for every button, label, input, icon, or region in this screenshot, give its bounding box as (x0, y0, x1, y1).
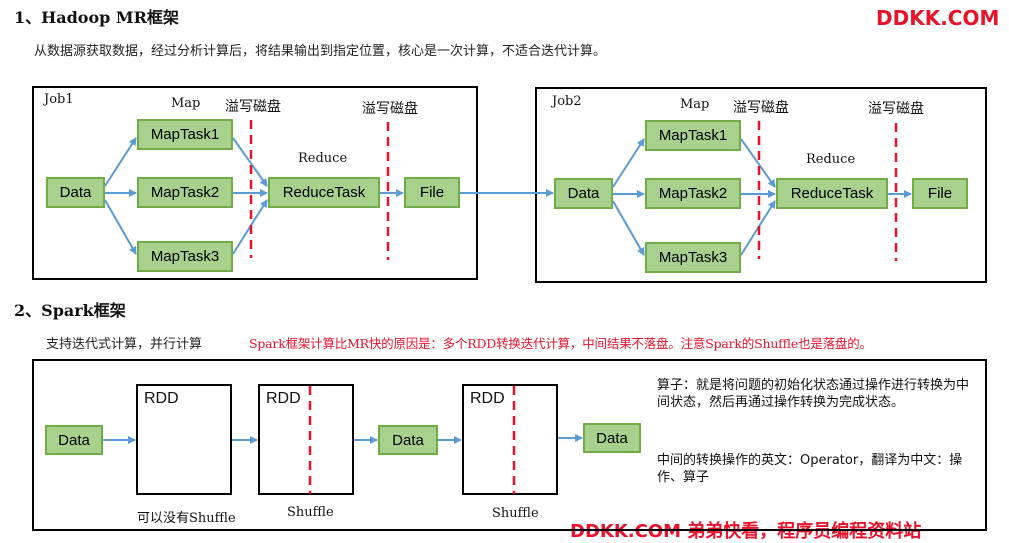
operator-explanation: 算子：就是将问题的初始化状态通过操作进行转换为中间状态，然后再通过操作转换为完成… (657, 378, 970, 410)
job1-file: File (404, 177, 460, 208)
job1-map-label: Map (171, 96, 201, 111)
job2-file: File (912, 178, 968, 209)
job2-spill-label-2: 溢写磁盘 (868, 101, 924, 117)
spark-caption-3: Shuffle (492, 506, 539, 521)
job1-maptask1: MapTask1 (137, 119, 233, 150)
job1-spill-label-1: 溢写磁盘 (225, 99, 281, 115)
job1-spill-label-2: 溢写磁盘 (362, 101, 418, 117)
spark-rdd-1-label: RDD (144, 390, 179, 407)
section1-title: 1、Hadoop MR框架 (14, 8, 179, 27)
spark-data-1: Data (45, 425, 103, 455)
spark-rdd-2: RDD (258, 384, 354, 495)
job1-reduce-label: Reduce (298, 151, 348, 166)
spark-frame (32, 359, 987, 531)
spark-caption-1: 可以没有Shuffle (137, 511, 236, 526)
section2-description: 支持迭代式计算，并行计算 (46, 337, 203, 352)
brand-footer: DDKK.COM 弟弟快看，程序员编程资料站 (570, 521, 922, 542)
spark-caption-2: Shuffle (287, 505, 334, 520)
job1-maptask2: MapTask2 (137, 177, 233, 208)
section2-title: 2、Spark框架 (14, 301, 126, 320)
spark-rdd-3-label: RDD (470, 390, 505, 407)
job1-reducetask: ReduceTask (268, 177, 380, 208)
job2-maptask3: MapTask3 (645, 242, 741, 273)
spark-rdd-1: RDD (136, 384, 232, 495)
job2-maptask2: MapTask2 (645, 178, 741, 209)
job2-spill-label-1: 溢写磁盘 (733, 100, 789, 116)
job2-frame (535, 87, 987, 283)
section2-red-note: Spark框架计算比MR快的原因是：多个RDD转换迭代计算，中间结果不落盘。注意… (249, 336, 872, 351)
job2-maptask1: MapTask1 (645, 120, 741, 151)
operator-english-note: 中间的转换操作的英文：Operator，翻译为中文：操作、算子 (657, 453, 963, 485)
job1-label: Job1 (44, 92, 74, 107)
job1-maptask3: MapTask3 (137, 241, 233, 272)
job2-reducetask: ReduceTask (776, 178, 888, 209)
spark-rdd-3: RDD (462, 384, 558, 495)
job2-label: Job2 (552, 94, 582, 109)
job2-map-label: Map (680, 97, 710, 112)
spark-rdd-2-label: RDD (266, 390, 301, 407)
spark-data-2: Data (378, 425, 438, 455)
brand-logo-top: DDKK.COM (876, 6, 1000, 30)
spark-data-3: Data (583, 423, 641, 453)
job2-reduce-label: Reduce (806, 152, 856, 167)
job1-frame (32, 86, 478, 280)
job2-data-node: Data (554, 178, 613, 209)
job1-data-node: Data (46, 177, 105, 208)
section1-description: 从数据源获取数据，经过分析计算后，将结果输出到指定位置，核心是一次计算，不适合迭… (34, 44, 607, 59)
